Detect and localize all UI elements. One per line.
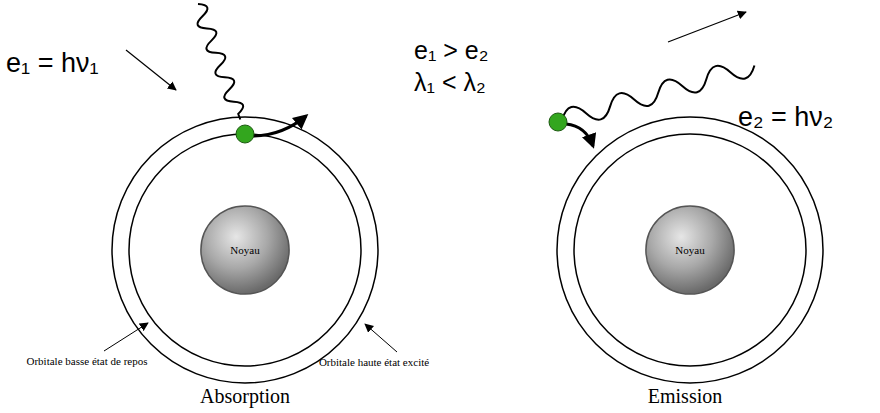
panel-title: Emission <box>610 385 760 408</box>
energy-equation: e₂ = hν₂ <box>738 102 876 133</box>
inner-orbit <box>129 134 361 366</box>
leader-line <box>365 324 397 352</box>
electron <box>236 125 254 143</box>
nucleus-circle: Noyau <box>645 205 735 295</box>
wavelength-comparison: λ₁ < λ₂ <box>414 68 534 97</box>
inner-orbit <box>574 134 806 366</box>
photon-wave <box>191 1 247 122</box>
outer-orbit <box>112 117 378 383</box>
photon-wave <box>559 56 757 130</box>
nucleus-label: Noyau <box>675 244 704 256</box>
electron <box>549 113 567 131</box>
direction-arrow <box>668 12 746 42</box>
transition-arrow <box>566 124 593 146</box>
energy-comparison: e₁ > e₂ <box>414 36 534 65</box>
outer-orbit <box>557 117 823 383</box>
transition-arrow <box>252 116 306 136</box>
nucleus-circle: Noyau <box>200 205 290 295</box>
nucleus-label: Noyau <box>230 244 259 256</box>
orbit-label: Orbitale haute état excité <box>318 356 430 369</box>
direction-arrow <box>126 50 176 90</box>
nucleus-fill <box>646 206 734 294</box>
nucleus-fill <box>201 206 289 294</box>
panel-title: Absorption <box>165 385 325 408</box>
orbit-label: Orbitale basse état de repos <box>22 355 152 368</box>
leader-line <box>104 323 148 351</box>
energy-equation: e₁ = hν₁ <box>6 48 146 79</box>
